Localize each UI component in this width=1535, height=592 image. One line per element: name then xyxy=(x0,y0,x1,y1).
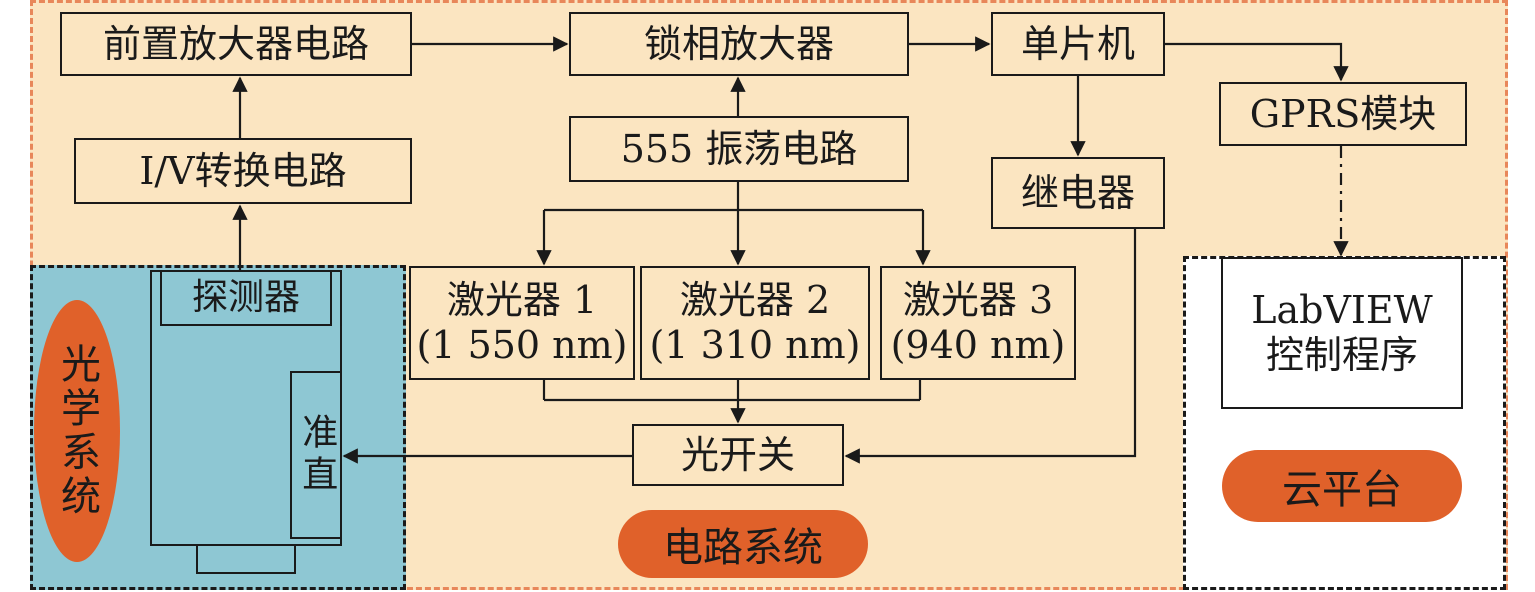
iv-converter-label: I/V转换电路 xyxy=(139,148,347,193)
detector-node: 探测器 xyxy=(160,270,332,326)
labview-label-line2: 控制程序 xyxy=(1265,333,1418,377)
lockin-amplifier-label: 锁相放大器 xyxy=(643,21,834,66)
relay-label: 继电器 xyxy=(1020,170,1135,215)
collimator-label: 准直 xyxy=(296,413,338,497)
housing-base xyxy=(196,544,296,574)
mcu-node: 单片机 xyxy=(991,12,1165,76)
laser-1-label-line1: 激光器 1 xyxy=(446,278,598,323)
laser-2-label-line2: (1 310 nm) xyxy=(649,323,861,367)
cloud-platform-label: 云平台 xyxy=(1222,450,1462,522)
laser-2-node: 激光器 2 (1 310 nm) xyxy=(640,266,870,380)
optical-switch-label: 光开关 xyxy=(680,432,795,477)
laser-1-node: 激光器 1 (1 550 nm) xyxy=(409,266,635,380)
laser-3-node: 激光器 3 (940 nm) xyxy=(880,266,1076,380)
optical-switch-node: 光开关 xyxy=(632,424,844,486)
laser-1-label-line2: (1 550 nm) xyxy=(416,323,628,367)
gprs-module-label: GPRS模块 xyxy=(1249,91,1437,136)
oscillator-label: 555 振荡电路 xyxy=(620,126,858,171)
collimator-node: 准直 xyxy=(290,371,342,539)
laser-3-label-line1: 激光器 3 xyxy=(902,278,1054,323)
gprs-module-node: GPRS模块 xyxy=(1219,82,1467,146)
labview-label-line1: LabVIEW xyxy=(1251,288,1433,333)
preamp-label: 前置放大器电路 xyxy=(102,21,369,66)
oscillator-node: 555 振荡电路 xyxy=(569,116,909,182)
detector-label: 探测器 xyxy=(191,276,300,318)
optical-system-label: 光学系统 xyxy=(34,300,120,562)
laser-2-label-line1: 激光器 2 xyxy=(679,278,831,323)
labview-node: LabVIEW 控制程序 xyxy=(1221,257,1463,409)
circuit-system-label: 电路系统 xyxy=(618,510,868,578)
iv-converter-node: I/V转换电路 xyxy=(74,138,412,204)
relay-node: 继电器 xyxy=(991,157,1165,229)
laser-3-label-line2: (940 nm) xyxy=(890,323,1066,367)
lockin-amplifier-node: 锁相放大器 xyxy=(569,12,909,76)
mcu-label: 单片机 xyxy=(1020,21,1135,66)
preamp-node: 前置放大器电路 xyxy=(60,12,412,76)
